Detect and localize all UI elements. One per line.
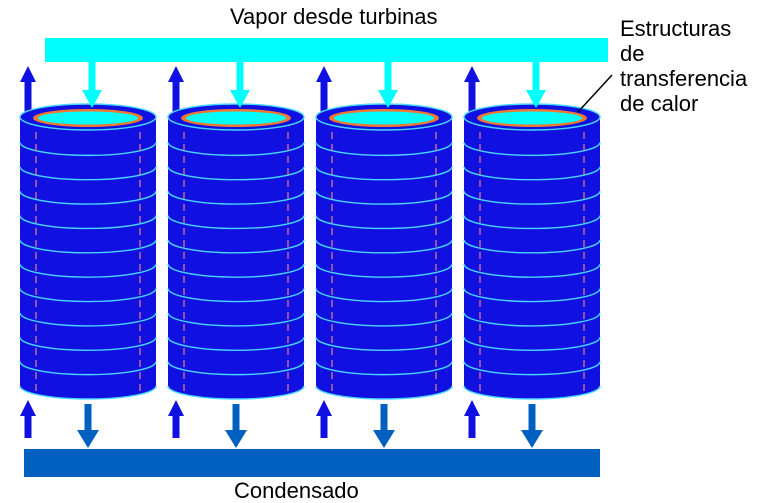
- condensate-outlet-arrow-1: [77, 404, 99, 448]
- condensate-header-bar: [24, 449, 600, 477]
- callout-line-2: de: [620, 41, 645, 66]
- heat-transfer-structure-2: [167, 103, 305, 400]
- condensate-outlet-arrow-4: [521, 404, 543, 448]
- structure-core: [38, 111, 138, 125]
- heat-transfer-structure-4: [463, 103, 601, 400]
- structure-ring: [19, 215, 157, 230]
- cooling-water-in-arrow-1: [20, 400, 36, 438]
- structure-ring: [19, 239, 157, 254]
- cooling-water-in-arrow-3: [316, 400, 332, 438]
- structure-ring: [167, 312, 305, 327]
- structure-ring: [167, 385, 305, 400]
- structure-ring: [463, 239, 601, 254]
- condensate-outlet-label: Condensado: [234, 478, 359, 503]
- structure-ring: [463, 264, 601, 278]
- structure-ring: [19, 361, 157, 376]
- structure-body: [168, 118, 304, 399]
- condensate-outlet-arrow-3: [373, 404, 395, 448]
- cooling-water-in-arrow-4: [464, 400, 480, 438]
- structure-ring: [19, 142, 157, 157]
- structure-ring: [19, 190, 157, 205]
- steam-inlet-arrow-1: [82, 62, 102, 108]
- structure-ring: [463, 385, 601, 400]
- structure-ring: [19, 166, 157, 181]
- structure-ring: [315, 142, 453, 157]
- cooling-water-in-arrow-2: [168, 400, 184, 438]
- structure-ring: [315, 312, 453, 327]
- steam-inlet-arrow-4: [526, 62, 546, 108]
- structure-ring: [19, 385, 157, 400]
- structure-ring: [315, 239, 453, 254]
- structure-core: [482, 111, 582, 125]
- structure-core: [334, 111, 434, 125]
- structure-ring: [167, 337, 305, 351]
- callout-line-3: transferencia: [620, 66, 748, 91]
- structure-ring: [167, 239, 305, 254]
- structure-core: [186, 111, 286, 125]
- structure-ring: [463, 142, 601, 157]
- structure-body: [464, 118, 600, 399]
- cooling-water-out-arrow-3: [316, 66, 332, 112]
- cooling-water-out-arrow-2: [168, 66, 184, 112]
- callout-line-1: Estructuras: [620, 16, 732, 41]
- structure-ring: [463, 337, 601, 351]
- structure-body: [20, 118, 156, 399]
- structure-ring: [315, 264, 453, 278]
- steam-inlet-label: Vapor desde turbinas: [230, 4, 438, 29]
- heat-transfer-structures-label: Estructuras de transferencia de calor: [620, 16, 747, 116]
- structure-ring: [463, 190, 601, 205]
- structure-ring: [167, 264, 305, 278]
- structure-ring: [463, 215, 601, 230]
- condensate-outlet-arrow-2: [225, 404, 247, 448]
- structure-body: [316, 118, 452, 399]
- cooling-water-out-arrow-1: [20, 66, 36, 112]
- structure-ring: [19, 312, 157, 327]
- structure-ring: [167, 215, 305, 230]
- callout-line-4: de calor: [620, 91, 699, 116]
- structure-ring: [315, 337, 453, 351]
- structure-ring: [463, 361, 601, 376]
- structure-ring: [463, 312, 601, 327]
- structure-ring: [463, 166, 601, 181]
- steam-inlet-arrow-2: [230, 62, 250, 108]
- heat-transfer-structure-3: [315, 103, 453, 400]
- structure-ring: [167, 190, 305, 205]
- structure-ring: [19, 288, 157, 303]
- structure-ring: [167, 288, 305, 303]
- structure-ring: [167, 142, 305, 157]
- structure-ring: [19, 264, 157, 278]
- cooling-water-out-arrow-4: [464, 66, 480, 112]
- structure-ring: [19, 337, 157, 351]
- structure-ring: [315, 288, 453, 303]
- structure-ring: [463, 288, 601, 303]
- callout-leader-line: [577, 74, 613, 113]
- structure-ring: [315, 190, 453, 205]
- structure-ring: [315, 361, 453, 376]
- structure-ring: [167, 166, 305, 181]
- steam-inlet-arrow-3: [378, 62, 398, 108]
- structure-ring: [315, 166, 453, 181]
- heat-transfer-structure-1: [19, 103, 157, 400]
- structure-ring: [315, 215, 453, 230]
- structure-ring: [167, 361, 305, 376]
- steam-header-bar: [45, 38, 608, 62]
- structure-ring: [315, 385, 453, 400]
